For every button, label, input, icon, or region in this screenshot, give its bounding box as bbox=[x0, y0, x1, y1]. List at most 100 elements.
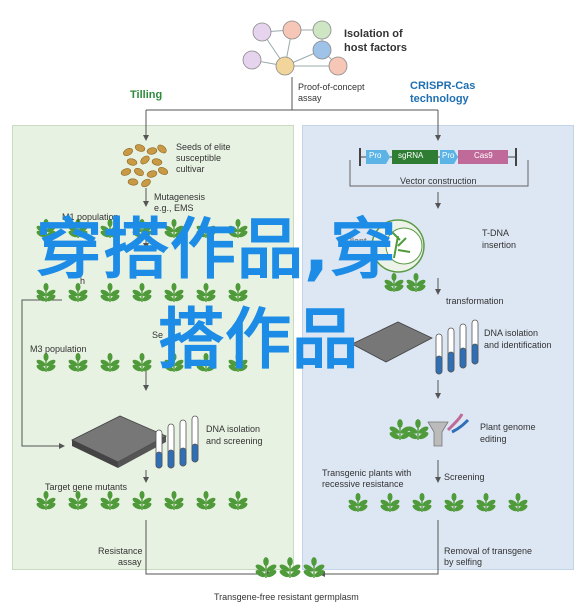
plant-icon bbox=[255, 557, 277, 578]
plant-icon bbox=[303, 557, 325, 578]
plant-icon bbox=[132, 353, 152, 372]
isolation-title-line1: Isolation of bbox=[344, 28, 403, 40]
factor-node bbox=[252, 22, 272, 42]
m3-population-label: M3 population bbox=[30, 344, 87, 354]
test-tubes-left bbox=[155, 415, 199, 469]
removal-label-line2: by selfing bbox=[444, 557, 483, 567]
target-mutants-label: Target gene mutants bbox=[45, 482, 128, 492]
transformation-label-fragment: transformation bbox=[446, 296, 504, 306]
plant-icon bbox=[380, 493, 400, 512]
seeds-label-line1: Seeds of elite bbox=[176, 142, 231, 152]
plant-icon bbox=[279, 557, 301, 578]
plant-icon bbox=[406, 273, 426, 292]
dna-identification-label-line1: DNA isolation bbox=[484, 328, 539, 338]
plant-icon bbox=[196, 283, 216, 302]
vector-sgrna-label: sgRNA bbox=[398, 151, 424, 160]
plant-icon bbox=[100, 283, 120, 302]
plant-icon bbox=[164, 353, 184, 372]
watermark-line1: 穿搭作品,穿 bbox=[36, 211, 398, 288]
factor-node bbox=[242, 50, 262, 70]
isolation-title-line2: host factors bbox=[344, 42, 407, 54]
vector-pro2-label: Pro bbox=[442, 151, 455, 160]
tdna-label-line1: T-DNA bbox=[482, 228, 509, 238]
plant-icon bbox=[164, 283, 184, 302]
plant-icon bbox=[68, 353, 88, 372]
factor-node bbox=[312, 20, 332, 40]
selection-label-fragment: Se bbox=[152, 330, 164, 340]
plant-rows bbox=[36, 219, 528, 578]
plant-icon bbox=[196, 491, 216, 510]
germplasm-label: Transgene-free resistant germplasm bbox=[214, 592, 359, 602]
resistance-assay-line2: assay bbox=[118, 557, 142, 567]
dna-screening-label-line2: and screening bbox=[206, 436, 263, 446]
vector-pro1-label: Pro bbox=[369, 151, 382, 160]
plant-icon bbox=[68, 491, 88, 510]
vector-cas9-label: Cas9 bbox=[474, 151, 493, 160]
transgenic-label-line1: Transgenic plants with bbox=[322, 468, 412, 478]
dna-plate-right bbox=[351, 321, 433, 363]
plant-icon bbox=[68, 219, 88, 238]
proof-label-line1: Proof-of-concept bbox=[298, 82, 365, 92]
genome-editing-label-line1: Plant genome bbox=[480, 422, 536, 432]
plant-icon bbox=[36, 283, 56, 302]
plant-icon bbox=[164, 491, 184, 510]
plant-icon bbox=[384, 273, 404, 292]
removal-label-line1: Removal of transgene bbox=[444, 546, 533, 556]
mutagenesis-label-line1: Mutagenesis bbox=[154, 192, 206, 202]
factor-node bbox=[282, 20, 302, 40]
vector-construct bbox=[349, 148, 529, 187]
tdna-label-line2: insertion bbox=[482, 240, 517, 250]
test-tubes-right bbox=[435, 319, 479, 375]
tilling-panel bbox=[12, 125, 294, 570]
plant-icon bbox=[36, 491, 56, 510]
proof-label-line2: assay bbox=[298, 93, 322, 103]
genome-editing-label-line2: editing bbox=[480, 434, 507, 444]
genome-editing-icon bbox=[427, 413, 470, 447]
plant-icon bbox=[412, 493, 432, 512]
plant-icon bbox=[68, 283, 88, 302]
dna-screening-label-line1: DNA isolation bbox=[206, 424, 261, 434]
plant-icon bbox=[228, 491, 248, 510]
plant-icon bbox=[389, 419, 411, 440]
vector-construction-label: Vector construction bbox=[400, 176, 477, 186]
seeds-label-line3: cultivar bbox=[176, 164, 205, 174]
host-factor-network bbox=[242, 20, 348, 76]
crispr-header-line1: CRISPR-Cas bbox=[410, 80, 476, 92]
plant-icon bbox=[228, 353, 248, 372]
plant-icon bbox=[132, 219, 152, 238]
watermark-line2: 搭作品 bbox=[158, 301, 359, 378]
plant-label-fragment: Plant bbox=[346, 236, 367, 246]
plant-icon bbox=[444, 493, 464, 512]
plant-icon bbox=[100, 353, 120, 372]
crispr-header-line2: technology bbox=[410, 93, 469, 105]
screening-label: Screening bbox=[444, 472, 485, 482]
factor-node bbox=[312, 40, 332, 60]
plant-icon bbox=[196, 219, 216, 238]
plant-icon bbox=[196, 353, 216, 372]
plant-icon bbox=[132, 283, 152, 302]
tilling-header: Tilling bbox=[130, 89, 163, 101]
plant-dish-icon bbox=[371, 219, 425, 273]
plant-icon bbox=[228, 283, 248, 302]
plant-icon bbox=[228, 219, 248, 238]
seeds-label-line2: susceptible bbox=[176, 153, 222, 163]
plant-icon bbox=[100, 219, 120, 238]
mutagenesis-label-line2: e.g., EMS bbox=[154, 203, 194, 213]
plant-icon bbox=[476, 493, 496, 512]
dna-identification-label-line2: and identification bbox=[484, 340, 552, 350]
plant-icon bbox=[508, 493, 528, 512]
factor-node bbox=[275, 56, 295, 76]
factor-node bbox=[328, 56, 348, 76]
plant-icon bbox=[348, 493, 368, 512]
plant-icon bbox=[132, 491, 152, 510]
plant-icon bbox=[36, 219, 56, 238]
seeds-icon bbox=[120, 144, 169, 188]
m1-population-label: M1 population bbox=[62, 212, 119, 222]
plant-icon bbox=[164, 219, 184, 238]
plant-icon bbox=[36, 353, 56, 372]
transgenic-label-line2: recessive resistance bbox=[322, 479, 404, 489]
dna-plate-left bbox=[71, 415, 167, 468]
m2-label-fragment: h bbox=[80, 276, 86, 286]
plant-icon bbox=[407, 419, 429, 440]
